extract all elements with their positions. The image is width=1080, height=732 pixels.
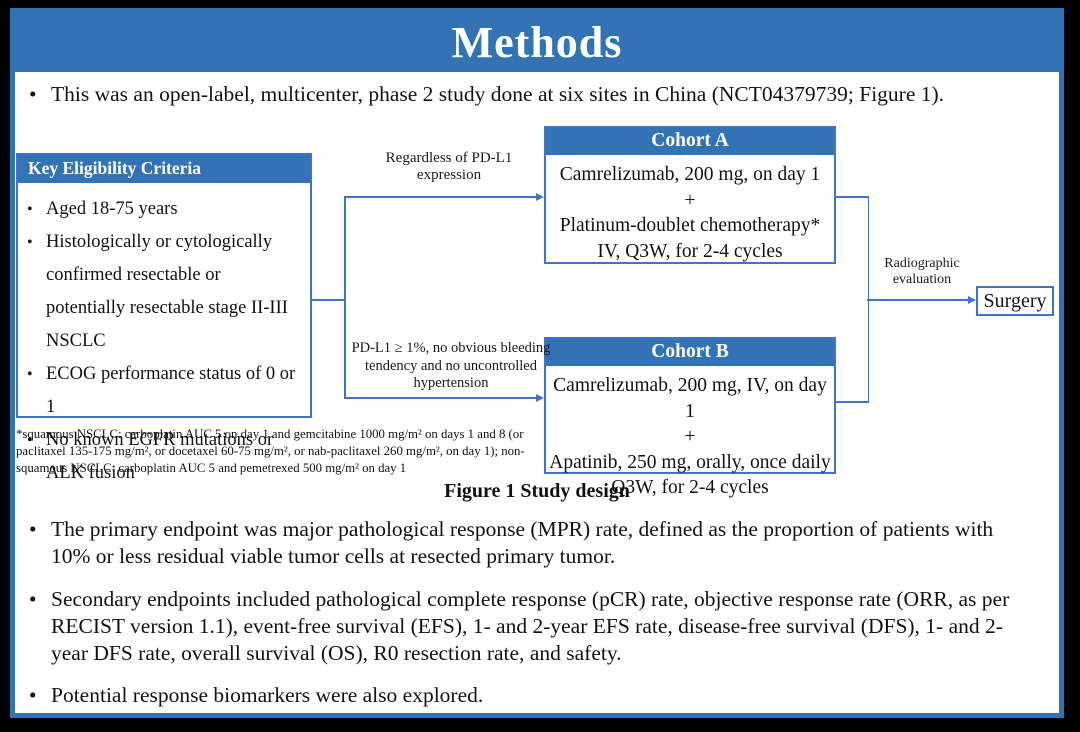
chemotherapy-footnote: *squamous NSCLC: carboplatin AUC 5 on da… — [16, 427, 525, 476]
connector-line — [836, 196, 869, 198]
cohort-b-line: Camrelizumab, 200 mg, IV, on day 1 — [553, 375, 827, 422]
surgery-box: Surgery — [976, 286, 1054, 316]
slide-content: This was an open-label, multicenter, pha… — [15, 72, 1059, 713]
eligibility-box: Key Eligibility Criteria Aged 18-75 year… — [16, 153, 312, 483]
cohort-b-line: + — [684, 426, 696, 447]
arrowhead-icon — [968, 295, 976, 304]
eligibility-item: Histologically or cytologically confirme… — [18, 226, 304, 358]
cohort-a-line: Platinum-doublet chemotherapy* — [559, 215, 821, 236]
branch-label-cohort-a: Regardless of PD-L1 expression — [385, 150, 513, 183]
page-title: Methods — [451, 18, 623, 67]
cohort-b-line: Q3W, for 2-4 cycles — [611, 477, 769, 498]
cohort-a-body: Camrelizumab, 200 mg, on day 1 + Platinu… — [546, 155, 834, 264]
eligibility-item: Aged 18-75 years — [18, 193, 304, 226]
cohort-b-title: Cohort B — [546, 339, 834, 366]
endpoint-bullets: The primary endpoint was major pathologi… — [23, 516, 1037, 713]
cohort-a-line: IV, Q3W, for 2-4 cycles — [597, 240, 783, 262]
figure-caption: Figure 1 Study design — [444, 480, 630, 502]
eligibility-item: ECOG performance status of 0 or 1 — [18, 358, 304, 424]
cohort-b-body: Camrelizumab, 200 mg, IV, on day 1 + Apa… — [546, 366, 834, 501]
cohort-a-box: Cohort A Camrelizumab, 200 mg, on day 1 … — [544, 126, 836, 264]
eligibility-item: No known EGFR mutations or ALK fusion — [18, 424, 304, 490]
slide-frame: Methods This was an open-label, multicen… — [10, 8, 1064, 718]
radiographic-evaluation-label: Radiographic evaluation — [884, 256, 960, 287]
biomarkers-bullet: Potential response biomarkers were also … — [23, 682, 1037, 710]
cohort-b-box: Cohort B Camrelizumab, 200 mg, IV, on da… — [544, 337, 836, 498]
connector-line — [867, 299, 969, 301]
connector-line — [344, 196, 346, 399]
eligibility-box-title: Key Eligibility Criteria — [18, 155, 310, 183]
cohort-a-title: Cohort A — [546, 128, 834, 155]
cohort-a-line: Camrelizumab, 200 mg, on day 1 — [559, 164, 821, 185]
arrowhead-icon — [536, 192, 544, 201]
connector-line — [344, 397, 537, 399]
cohort-b-line: Apatinib, 250 mg, orally, once daily — [549, 451, 831, 473]
primary-endpoint-bullet: The primary endpoint was major pathologi… — [23, 516, 1037, 571]
connector-line — [836, 401, 869, 403]
branch-label-cohort-b: PD-L1 ≥ 1%, no obvious bleeding tendency… — [351, 340, 551, 391]
title-bar: Methods — [15, 13, 1059, 72]
intro-bullet: This was an open-label, multicenter, pha… — [23, 81, 1059, 109]
connector-line — [344, 196, 537, 198]
secondary-endpoints-bullet: Secondary endpoints included pathologica… — [23, 586, 1037, 668]
connector-line — [312, 299, 345, 301]
cohort-a-line: + — [684, 189, 696, 211]
eligibility-list: Aged 18-75 years Histologically or cytol… — [18, 193, 310, 490]
arrowhead-icon — [536, 393, 544, 402]
